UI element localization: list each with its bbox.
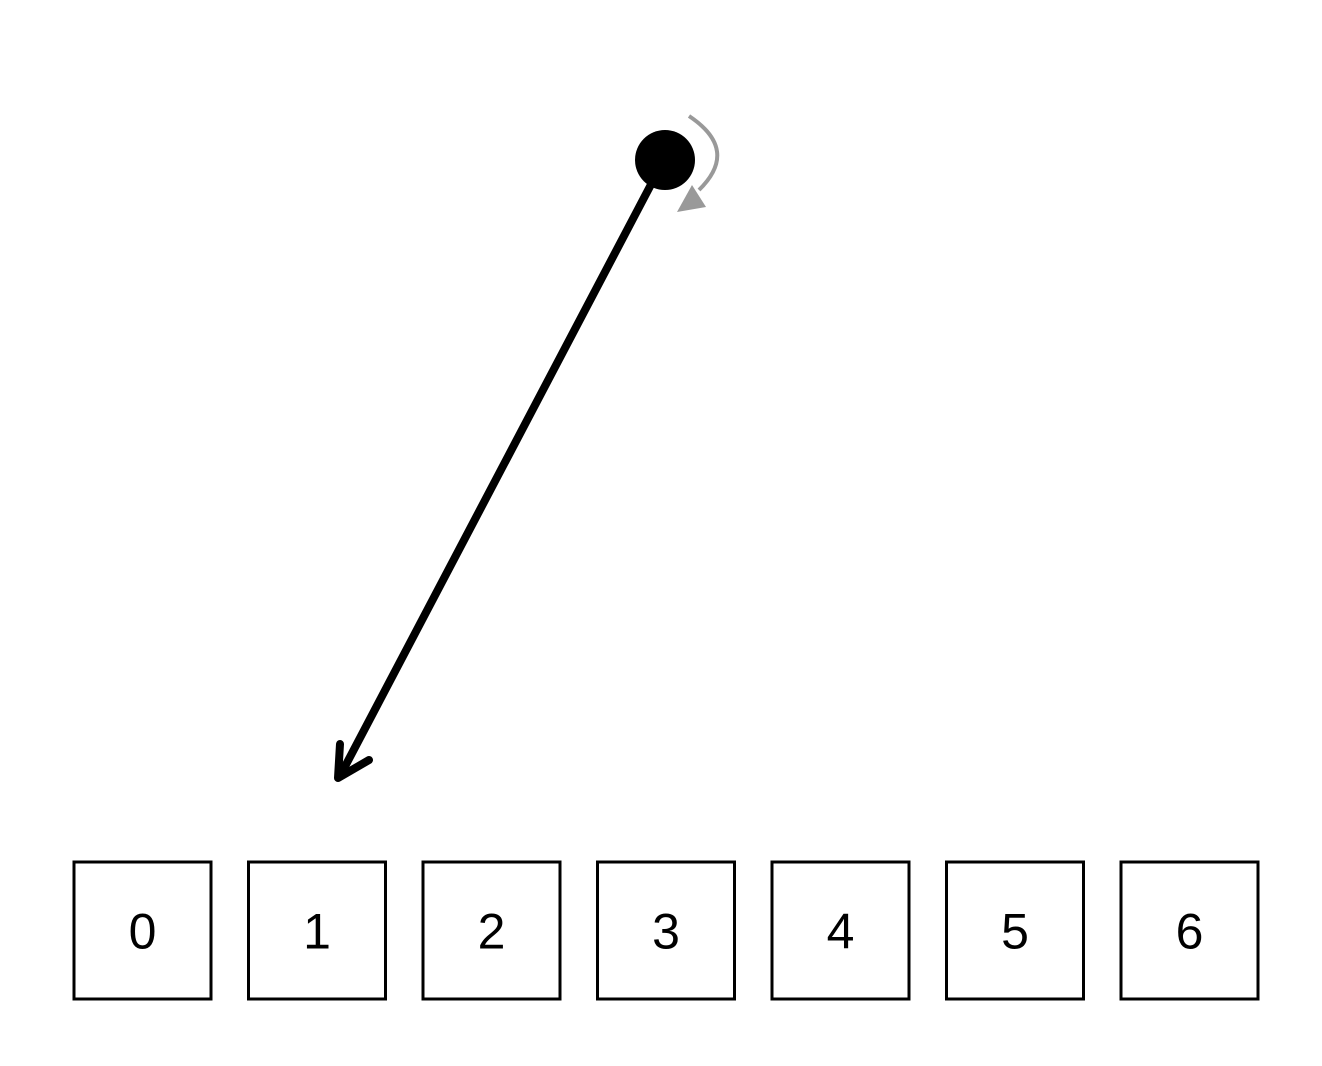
pointer-arrowhead [334, 740, 373, 782]
number-box-4: 4 [770, 860, 911, 1001]
rotation-arc [687, 114, 720, 192]
number-box-label: 5 [1001, 904, 1029, 960]
number-box-label: 6 [1176, 904, 1204, 960]
number-box-1: 1 [247, 860, 387, 1001]
pivot-dot [635, 130, 695, 190]
number-box-frame [1119, 860, 1260, 1001]
number-box-6: 6 [1119, 860, 1260, 1001]
number-box-3: 3 [596, 860, 736, 1001]
number-box-frame [421, 860, 562, 1001]
number-box-5: 5 [945, 860, 1085, 1001]
pointer-shaft [336, 171, 660, 780]
number-box-0: 0 [72, 860, 213, 1001]
number-box-frame [596, 860, 736, 1001]
number-box-frame [945, 860, 1085, 1001]
number-box-label: 3 [652, 904, 680, 960]
number-box-label: 2 [478, 904, 506, 960]
number-box-2: 2 [421, 860, 562, 1001]
number-box-frame [770, 860, 911, 1001]
rotation-arrowhead-icon [677, 185, 706, 212]
number-box-frame [72, 860, 213, 1001]
number-box-label: 0 [129, 904, 157, 960]
number-box-label: 4 [827, 904, 855, 960]
number-box-frame [247, 860, 387, 1001]
number-box-label: 1 [303, 904, 331, 960]
pointer-group [334, 114, 720, 782]
number-boxes: 0 1 2 3 4 5 6 [72, 860, 1260, 1001]
